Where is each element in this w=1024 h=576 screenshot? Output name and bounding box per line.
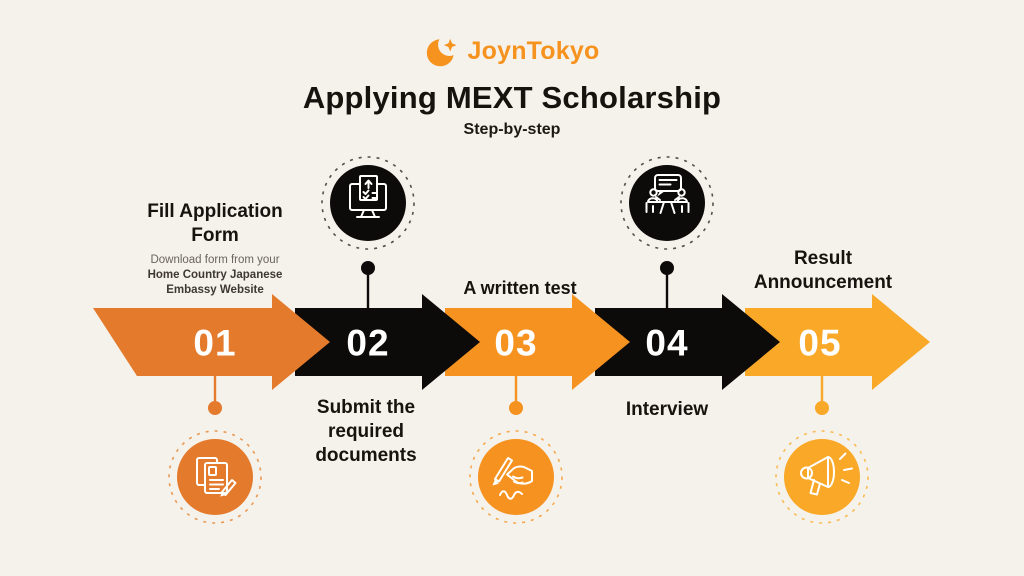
step-4-label: Interview [625, 399, 709, 420]
step-4-medallion-ring [620, 156, 714, 250]
step-1-description-line-3: Embassy Website [166, 284, 264, 297]
page-subtitle: Step-by-step [463, 121, 561, 138]
step-5-medallion-ring [775, 430, 869, 524]
step-5-number: 05 [798, 323, 841, 364]
step-3-medallion-ring [469, 430, 563, 524]
step-4-arrow [595, 294, 780, 390]
logo-text: JoynTokyo [467, 36, 600, 65]
step-1-description-line-1: Download form from your [150, 254, 280, 266]
step-3-arrow [445, 294, 630, 390]
step-5-connector-line [820, 376, 824, 402]
step-1-connector-dot [208, 401, 222, 415]
upload-documents-monitor-icon [349, 175, 387, 218]
step-5-label: Result Announcement [753, 248, 893, 293]
hand-writing-pen-icon [492, 457, 533, 500]
step-1-description-line-2: Home Country Japanese [147, 269, 283, 282]
step-4-connector-dot [660, 261, 674, 275]
step-5-medallion [784, 439, 860, 515]
step-1-label: Fill Application Form [147, 201, 283, 246]
step-4-number: 04 [645, 323, 688, 364]
step-4-connector-line [665, 274, 669, 308]
step-1-number: 01 [193, 323, 236, 364]
step-3-label: A written test [463, 278, 577, 298]
step-2-label: Submit the required documents [315, 397, 417, 466]
step-5-connector-dot [815, 401, 829, 415]
megaphone-icon [800, 452, 853, 496]
step-3-connector-line [514, 376, 518, 402]
step-3-number: 03 [494, 323, 537, 364]
logo: JoynTokyo [0, 33, 1024, 69]
crescent-moon-sparkle-icon [426, 33, 461, 67]
step-2-medallion-ring [321, 156, 415, 250]
step-5-arrow [745, 294, 930, 390]
step-1-connector-line [213, 376, 217, 402]
application-form-icon [196, 457, 237, 497]
step-2-number: 02 [346, 323, 389, 364]
step-2-medallion [330, 165, 406, 241]
page-title: Applying MEXT Scholarship [302, 80, 722, 115]
step-2-connector-dot [361, 261, 375, 275]
step-1-description: Download form from your Home Country Jap… [115, 253, 315, 299]
interview-table-icon [645, 174, 690, 214]
step-2-connector-line [366, 274, 370, 308]
step-1-arrow [93, 294, 330, 390]
step-2-arrow [295, 294, 480, 390]
step-3-connector-dot [509, 401, 523, 415]
step-1-medallion-ring [168, 430, 262, 524]
